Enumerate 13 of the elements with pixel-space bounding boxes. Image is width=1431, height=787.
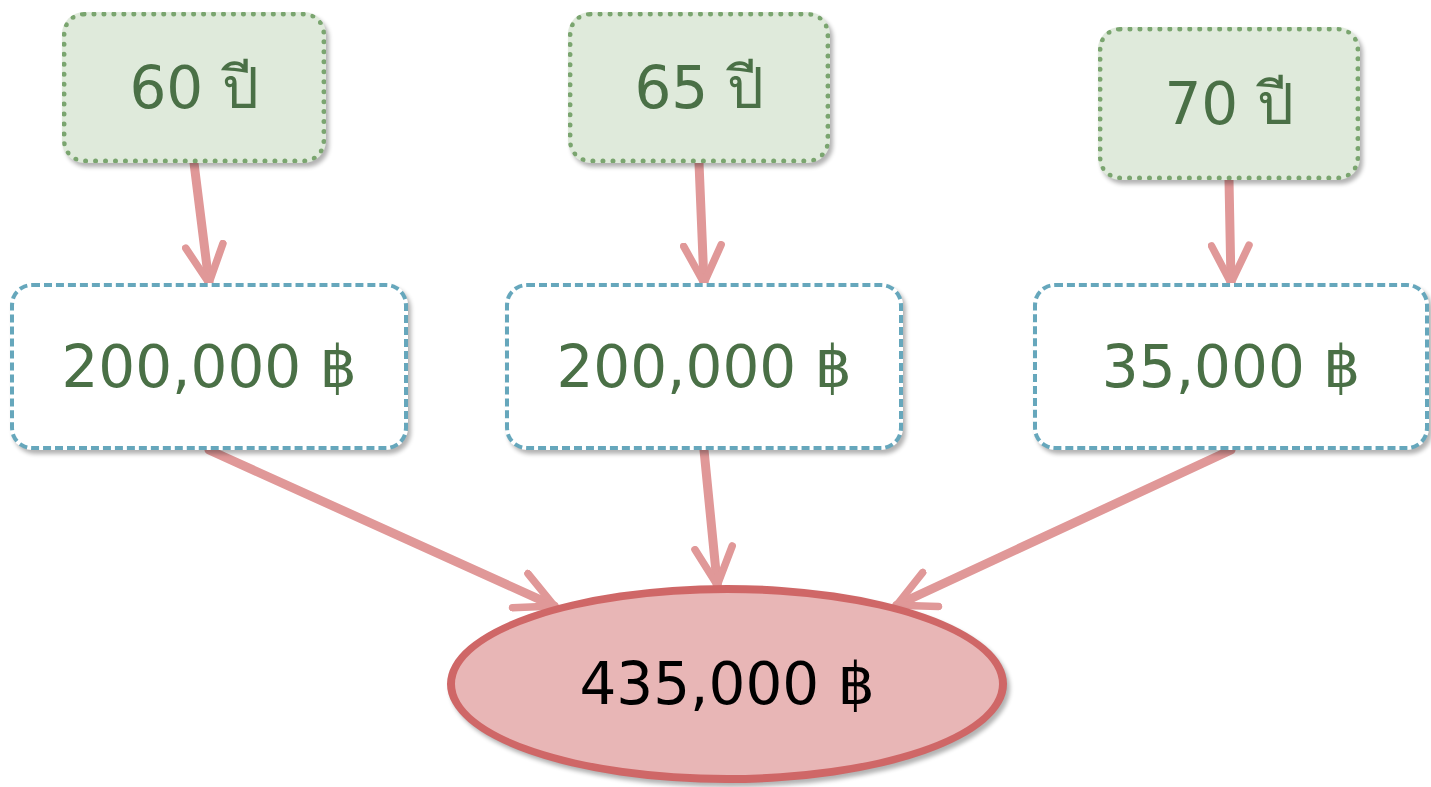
age-box [1098,27,1360,180]
age-box [62,12,326,163]
value-label: 200,000 ฿ [61,332,357,401]
age-box [568,12,830,163]
amount-box [505,283,903,450]
amount-box [1033,283,1429,450]
value-label: 65 ปี [634,53,764,124]
value-label: 35,000 ฿ [1101,332,1361,401]
value-label: 200,000 ฿ [556,332,852,401]
value-label: 60 ปี [129,53,259,124]
amount-box [10,283,408,450]
value-label: 435,000 ฿ [579,650,875,718]
value-label: 70 ปี [1164,69,1294,140]
